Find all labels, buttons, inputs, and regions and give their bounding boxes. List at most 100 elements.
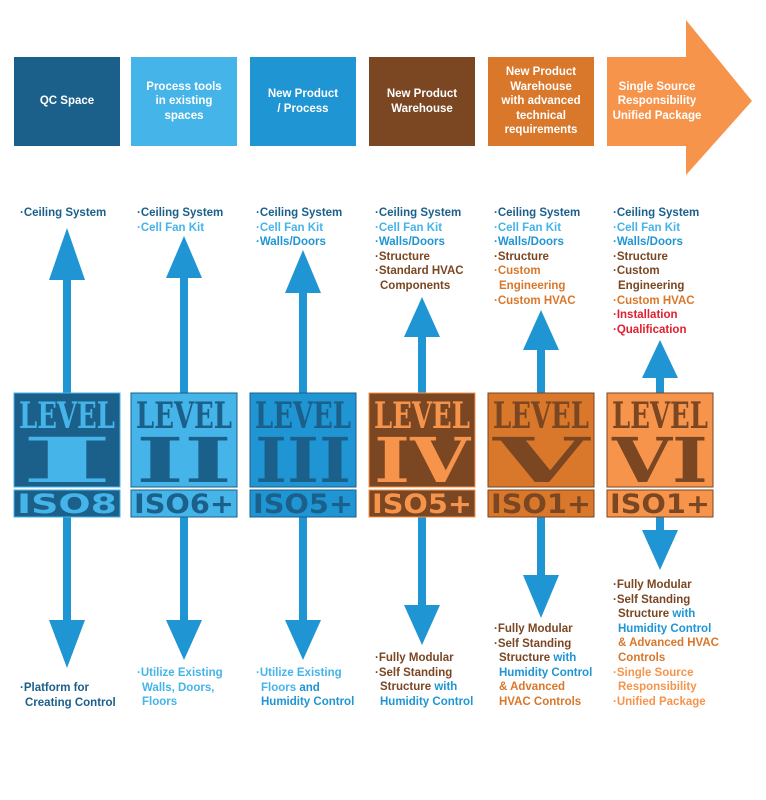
list-item-text: and Humidity Control xyxy=(261,681,355,709)
level-numeral: V xyxy=(491,424,591,497)
list-item-text: ·Custom HVAC xyxy=(613,294,695,307)
header-6: Single Source Responsibility Unified Pac… xyxy=(612,80,702,122)
level-label: LEVEL xyxy=(493,395,589,437)
feature-list-bottom-3: ·Utilize Existing Floors and Humidity Co… xyxy=(256,666,374,710)
iso-badge xyxy=(249,489,357,518)
list-item-text: ·Structure xyxy=(613,250,668,263)
list-item-text: ·Self Standing Structure xyxy=(494,637,572,665)
feature-list-top-3: ·Ceiling System·Cell Fan Kit·Walls/Doors xyxy=(256,206,374,250)
up-arrow-shaft xyxy=(299,292,307,395)
list-item: ·Self Standing Structure with Humidity C… xyxy=(613,593,731,666)
iso-badge xyxy=(606,489,714,518)
list-item-text: ·Cell Fan Kit xyxy=(137,221,205,234)
list-item: ·Walls/Doors xyxy=(494,235,612,250)
list-item-text: ·Utilize Existing Floors xyxy=(256,667,342,694)
down-arrow-shaft xyxy=(63,515,71,621)
iso-class-label: ISO1+ xyxy=(491,489,591,520)
list-item: ·Structure xyxy=(375,250,493,265)
list-item-text: ·Walls/Doors xyxy=(375,236,445,249)
up-arrow-shaft xyxy=(63,279,71,395)
list-item-text: & Advanced HVAC Controls xyxy=(618,637,719,664)
list-item-text: ·Fully Modular xyxy=(613,579,692,591)
up-arrow-shaft xyxy=(418,336,426,395)
list-item: ·Walls/Doors xyxy=(256,235,374,250)
feature-list-bottom-4: ·Fully Modular·Self Standing Structure w… xyxy=(375,651,493,709)
header-3: New Product / Process xyxy=(250,57,356,146)
list-item: ·Cell Fan Kit xyxy=(256,221,374,236)
header-5: New Product Warehouse with advanced tech… xyxy=(488,57,594,146)
feature-list-top-6: ·Ceiling System·Cell Fan Kit ·Walls/Doors… xyxy=(613,206,731,337)
up-arrow-shaft xyxy=(537,349,545,395)
list-item: ·Installation xyxy=(613,308,731,323)
list-item-text: ·Unified Package xyxy=(613,695,706,708)
level-label: LEVEL xyxy=(19,395,115,437)
list-item: ·Platform for Creating Control xyxy=(20,681,138,710)
iso-badge xyxy=(487,489,595,518)
list-item-text: & Advanced HVAC Controls xyxy=(499,681,582,708)
header-arrow-shape xyxy=(607,20,752,175)
feature-list-bottom-2: ·Utilize Existing Walls, Doors, Floors xyxy=(137,666,255,710)
list-item-text: ·Custom Engineering xyxy=(494,265,566,292)
level-numeral: VI xyxy=(611,424,708,497)
list-item-text: ·Fully Modular xyxy=(494,623,573,635)
list-item: ·Custom Engineering xyxy=(613,264,731,293)
list-item: ·Utilize Existing Walls, Doors, Floors xyxy=(137,666,255,710)
list-item-text: ·Cell Fan Kit xyxy=(494,221,562,234)
list-item-text: ·Custom HVAC xyxy=(494,294,576,307)
feature-list-top-1: ·Ceiling System xyxy=(20,206,138,221)
list-item-text: ·Structure xyxy=(375,250,430,263)
list-item-text: with Humidity Control xyxy=(380,681,474,708)
level-numeral: III xyxy=(255,424,351,497)
list-item-text: ·Single Source Responsibility xyxy=(613,666,697,694)
list-item: ·Ceiling System xyxy=(613,206,731,221)
list-item: ·Self Standing Structure with Humidity C… xyxy=(494,637,612,710)
list-item: ·Utilize Existing Floors and Humidity Co… xyxy=(256,666,374,710)
iso-class-label: ISO5+ xyxy=(253,489,353,520)
down-arrow-shaft xyxy=(656,515,664,531)
down-arrow-shaft xyxy=(299,515,307,621)
iso-class-label: ISO1+ xyxy=(610,489,710,520)
level-badge xyxy=(13,392,121,488)
list-item: ·Cell Fan Kit xyxy=(494,221,612,236)
level-badge xyxy=(130,392,238,488)
list-item-text: ·Custom Engineering xyxy=(613,265,685,292)
down-arrow-icon xyxy=(642,530,678,570)
list-item-text: ·Cell Fan Kit xyxy=(613,221,681,234)
list-item-text: with Humidity Control xyxy=(499,652,593,679)
list-item-text: ·Self Standing Structure xyxy=(375,666,453,694)
level-label: LEVEL xyxy=(612,395,708,437)
down-arrow-icon xyxy=(285,620,321,660)
list-item-text: with Humidity Control xyxy=(618,608,712,635)
level-badge xyxy=(606,392,714,488)
list-item: ·Walls/Doors xyxy=(375,235,493,250)
iso-class-label: ISO6+ xyxy=(134,489,234,520)
level-badge xyxy=(368,392,476,488)
level-numeral: IV xyxy=(374,424,471,497)
list-item: ·Custom Engineering xyxy=(494,264,612,293)
down-arrow-shaft xyxy=(537,515,545,576)
list-item-text: ·Walls/Doors xyxy=(613,236,683,249)
feature-list-bottom-6: ·Fully Modular ·Self Standing Structure w… xyxy=(613,578,731,709)
list-item: ·Ceiling System xyxy=(137,206,255,221)
feature-list-bottom-1: ·Platform for Creating Control xyxy=(20,681,138,710)
iso-badge xyxy=(130,489,238,518)
list-item-text: ·Ceiling System xyxy=(494,207,581,219)
list-item-text: ·Qualification xyxy=(613,323,687,336)
list-item-text: ·Standard HVAC Components xyxy=(375,265,464,292)
list-item: ·Standard HVAC Components xyxy=(375,264,493,293)
list-item: ·Walls/Doors xyxy=(613,235,731,250)
list-item: ·Ceiling System xyxy=(256,206,374,221)
list-item-text: ·Ceiling System xyxy=(20,207,107,219)
list-item-text: ·Installation xyxy=(613,309,678,322)
down-arrow-shaft xyxy=(418,515,426,606)
level-label: LEVEL xyxy=(374,395,470,437)
list-item: ·Structure xyxy=(613,250,731,265)
feature-list-bottom-5: ·Fully Modular ·Self Standing Structure w… xyxy=(494,622,612,710)
iso-badge xyxy=(368,489,476,518)
